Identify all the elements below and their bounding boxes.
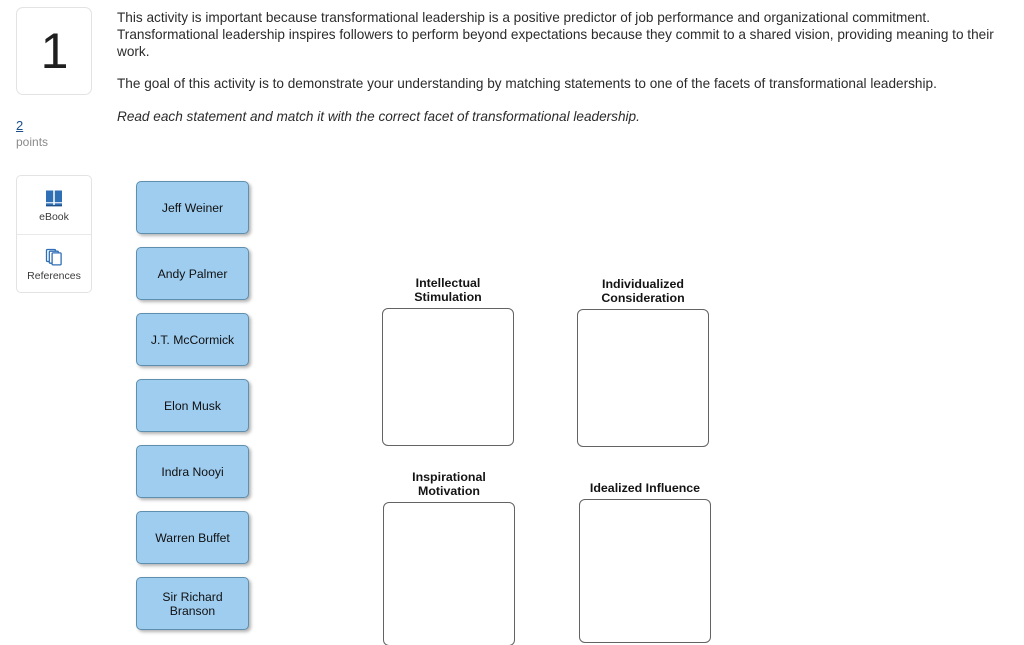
tile-label: Jeff Weiner [161,200,224,215]
tile-label: J.T. McCormick [150,332,235,347]
points-indicator: 2 points [16,118,96,150]
book-icon [43,187,65,209]
instruction-paragraph-3: Read each statement and match it with th… [117,109,640,125]
question-number-box: 1 [16,7,92,95]
references-button[interactable]: References [17,234,91,292]
tile-label: Indra Nooyi [161,464,224,479]
instruction-paragraph-1: This activity is important because trans… [117,10,994,59]
tile-label: Warren Buffet [155,530,230,545]
draggable-tile[interactable]: Andy Palmer [136,247,249,300]
draggable-tile[interactable]: Indra Nooyi [136,445,249,498]
points-value[interactable]: 2 [16,118,24,133]
drop-zone-title: Idealized Influence [589,481,701,495]
references-label: References [27,269,81,282]
draggable-tile[interactable]: Warren Buffet [136,511,249,564]
drop-zone-inspirational-motivation: Inspirational Motivation [383,470,515,645]
tool-panel: eBook References [16,175,92,293]
drop-zone-title: Intellectual Stimulation [414,276,482,304]
pages-stack-icon [43,246,65,268]
drop-zone-title: Inspirational Motivation [412,470,486,498]
drop-zone-intellectual-stimulation: Intellectual Stimulation [382,276,514,446]
drop-zone-individualized-consideration: Individualized Consideration [577,277,709,447]
question-number: 1 [40,23,69,79]
drop-zone-area[interactable] [383,502,515,645]
instructions-block: This activity is important because trans… [117,10,1002,126]
draggable-tile[interactable]: Jeff Weiner [136,181,249,234]
points-label: points [16,135,49,149]
draggable-tile-list: Jeff Weiner Andy Palmer J.T. McCormick E… [136,181,250,643]
drop-zone-area[interactable] [577,309,709,447]
tile-label: Andy Palmer [157,266,228,281]
draggable-tile[interactable]: Sir Richard Branson [136,577,249,630]
drop-zone-area[interactable] [382,308,514,446]
draggable-tile[interactable]: J.T. McCormick [136,313,249,366]
drop-zone-idealized-influence: Idealized Influence [579,481,711,643]
tile-label: Sir Richard Branson [162,589,223,618]
drop-zone-title: Individualized Consideration [601,277,685,305]
instruction-paragraph-2: The goal of this activity is to demonstr… [117,76,937,92]
tile-label: Elon Musk [164,398,221,413]
ebook-label: eBook [39,211,69,223]
left-rail: 1 2 points eBook [0,0,110,645]
drop-zone-area[interactable] [579,499,711,643]
ebook-button[interactable]: eBook [17,176,91,234]
draggable-tile[interactable]: Elon Musk [136,379,249,432]
